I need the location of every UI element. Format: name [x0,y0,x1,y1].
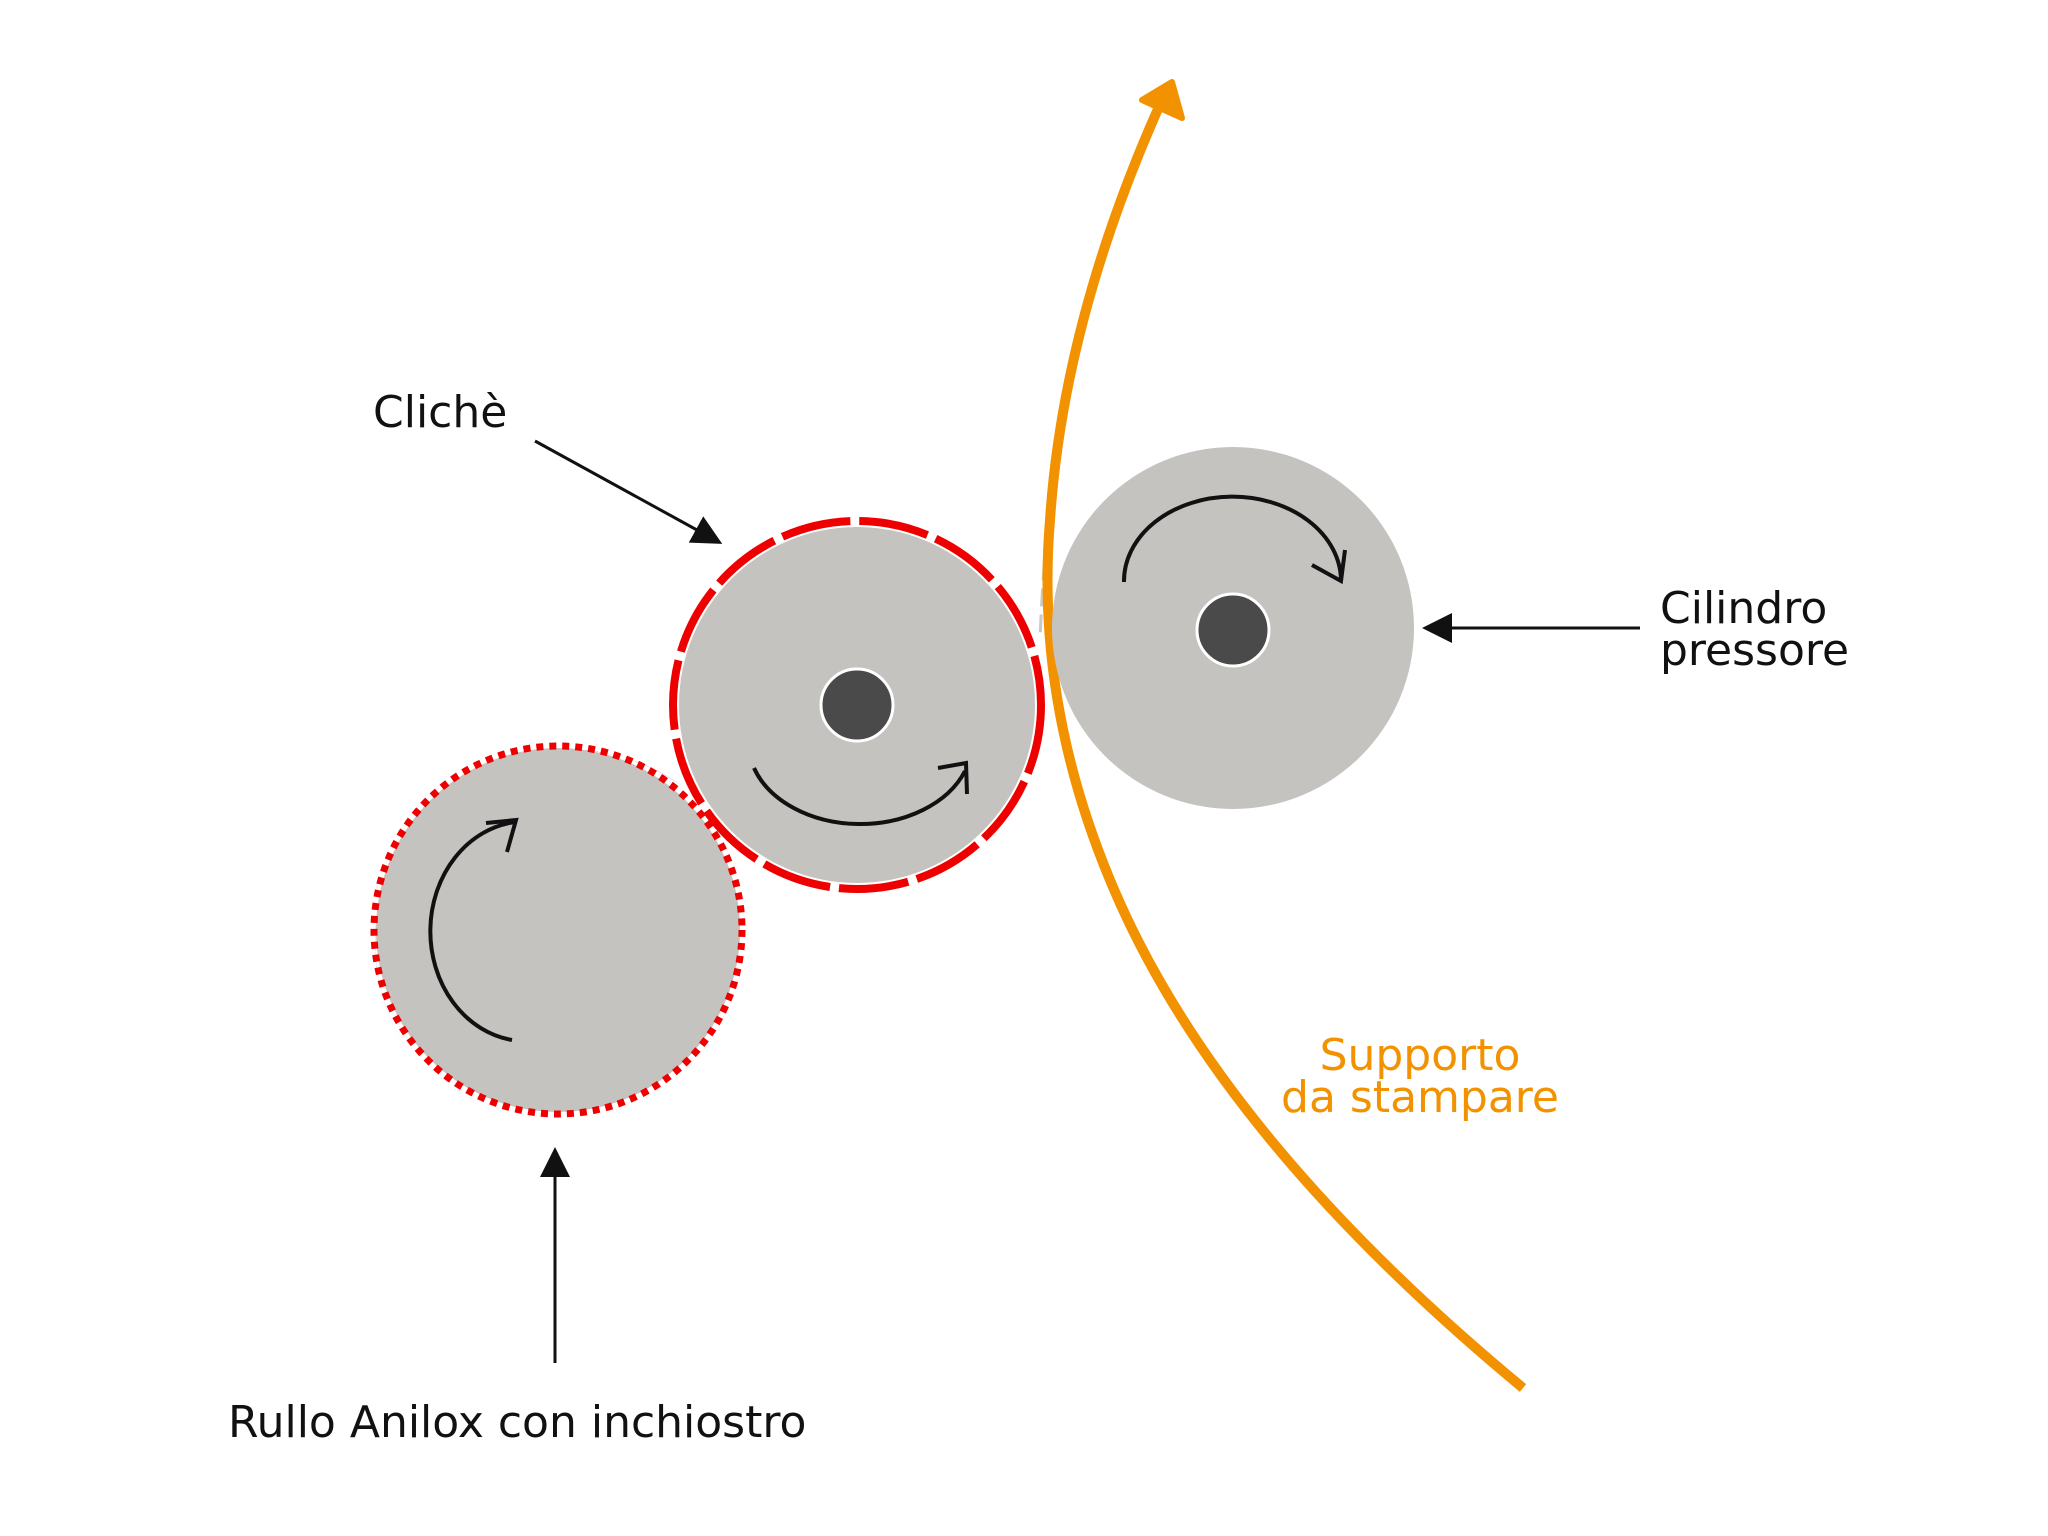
cliche-leader-arrow [534,439,723,544]
substrate-arrowhead-icon [1139,79,1185,121]
plate-rotation-arrow-icon [752,767,967,827]
impression-cylinder-hub-icon [1195,592,1271,668]
substrate [1038,79,1527,1392]
cliche-label: Clichè [373,387,507,438]
substrate-label-line1: Supporto [1320,1030,1521,1081]
plate-cylinder-hub-icon [819,667,895,743]
substrate-label-line2: da stampare [1281,1072,1559,1123]
plate-rotation-arrowhead-icon [937,760,969,795]
anilox-roller [370,742,746,1118]
cliche-outline [669,517,1045,893]
impression-cylinder-label-line1: Cilindro [1660,583,1827,634]
impression-cylinder [1052,447,1414,809]
substrate-path [1042,97,1527,1392]
anilox-rotation-arrowhead-icon [485,817,519,853]
anilox-cells-outline [370,742,746,1118]
impression-cylinder-label-line2: pressore [1660,625,1849,676]
anilox-rotation-arrow-icon [428,820,516,1042]
impression-rotation-arrow-icon [1121,494,1343,583]
impression-rotation-arrowhead-icon [1311,549,1347,585]
anilox-roller-body [376,748,740,1112]
anilox-label: Rullo Anilox con inchiostro [228,1397,806,1448]
plate-cylinder [669,517,1045,893]
